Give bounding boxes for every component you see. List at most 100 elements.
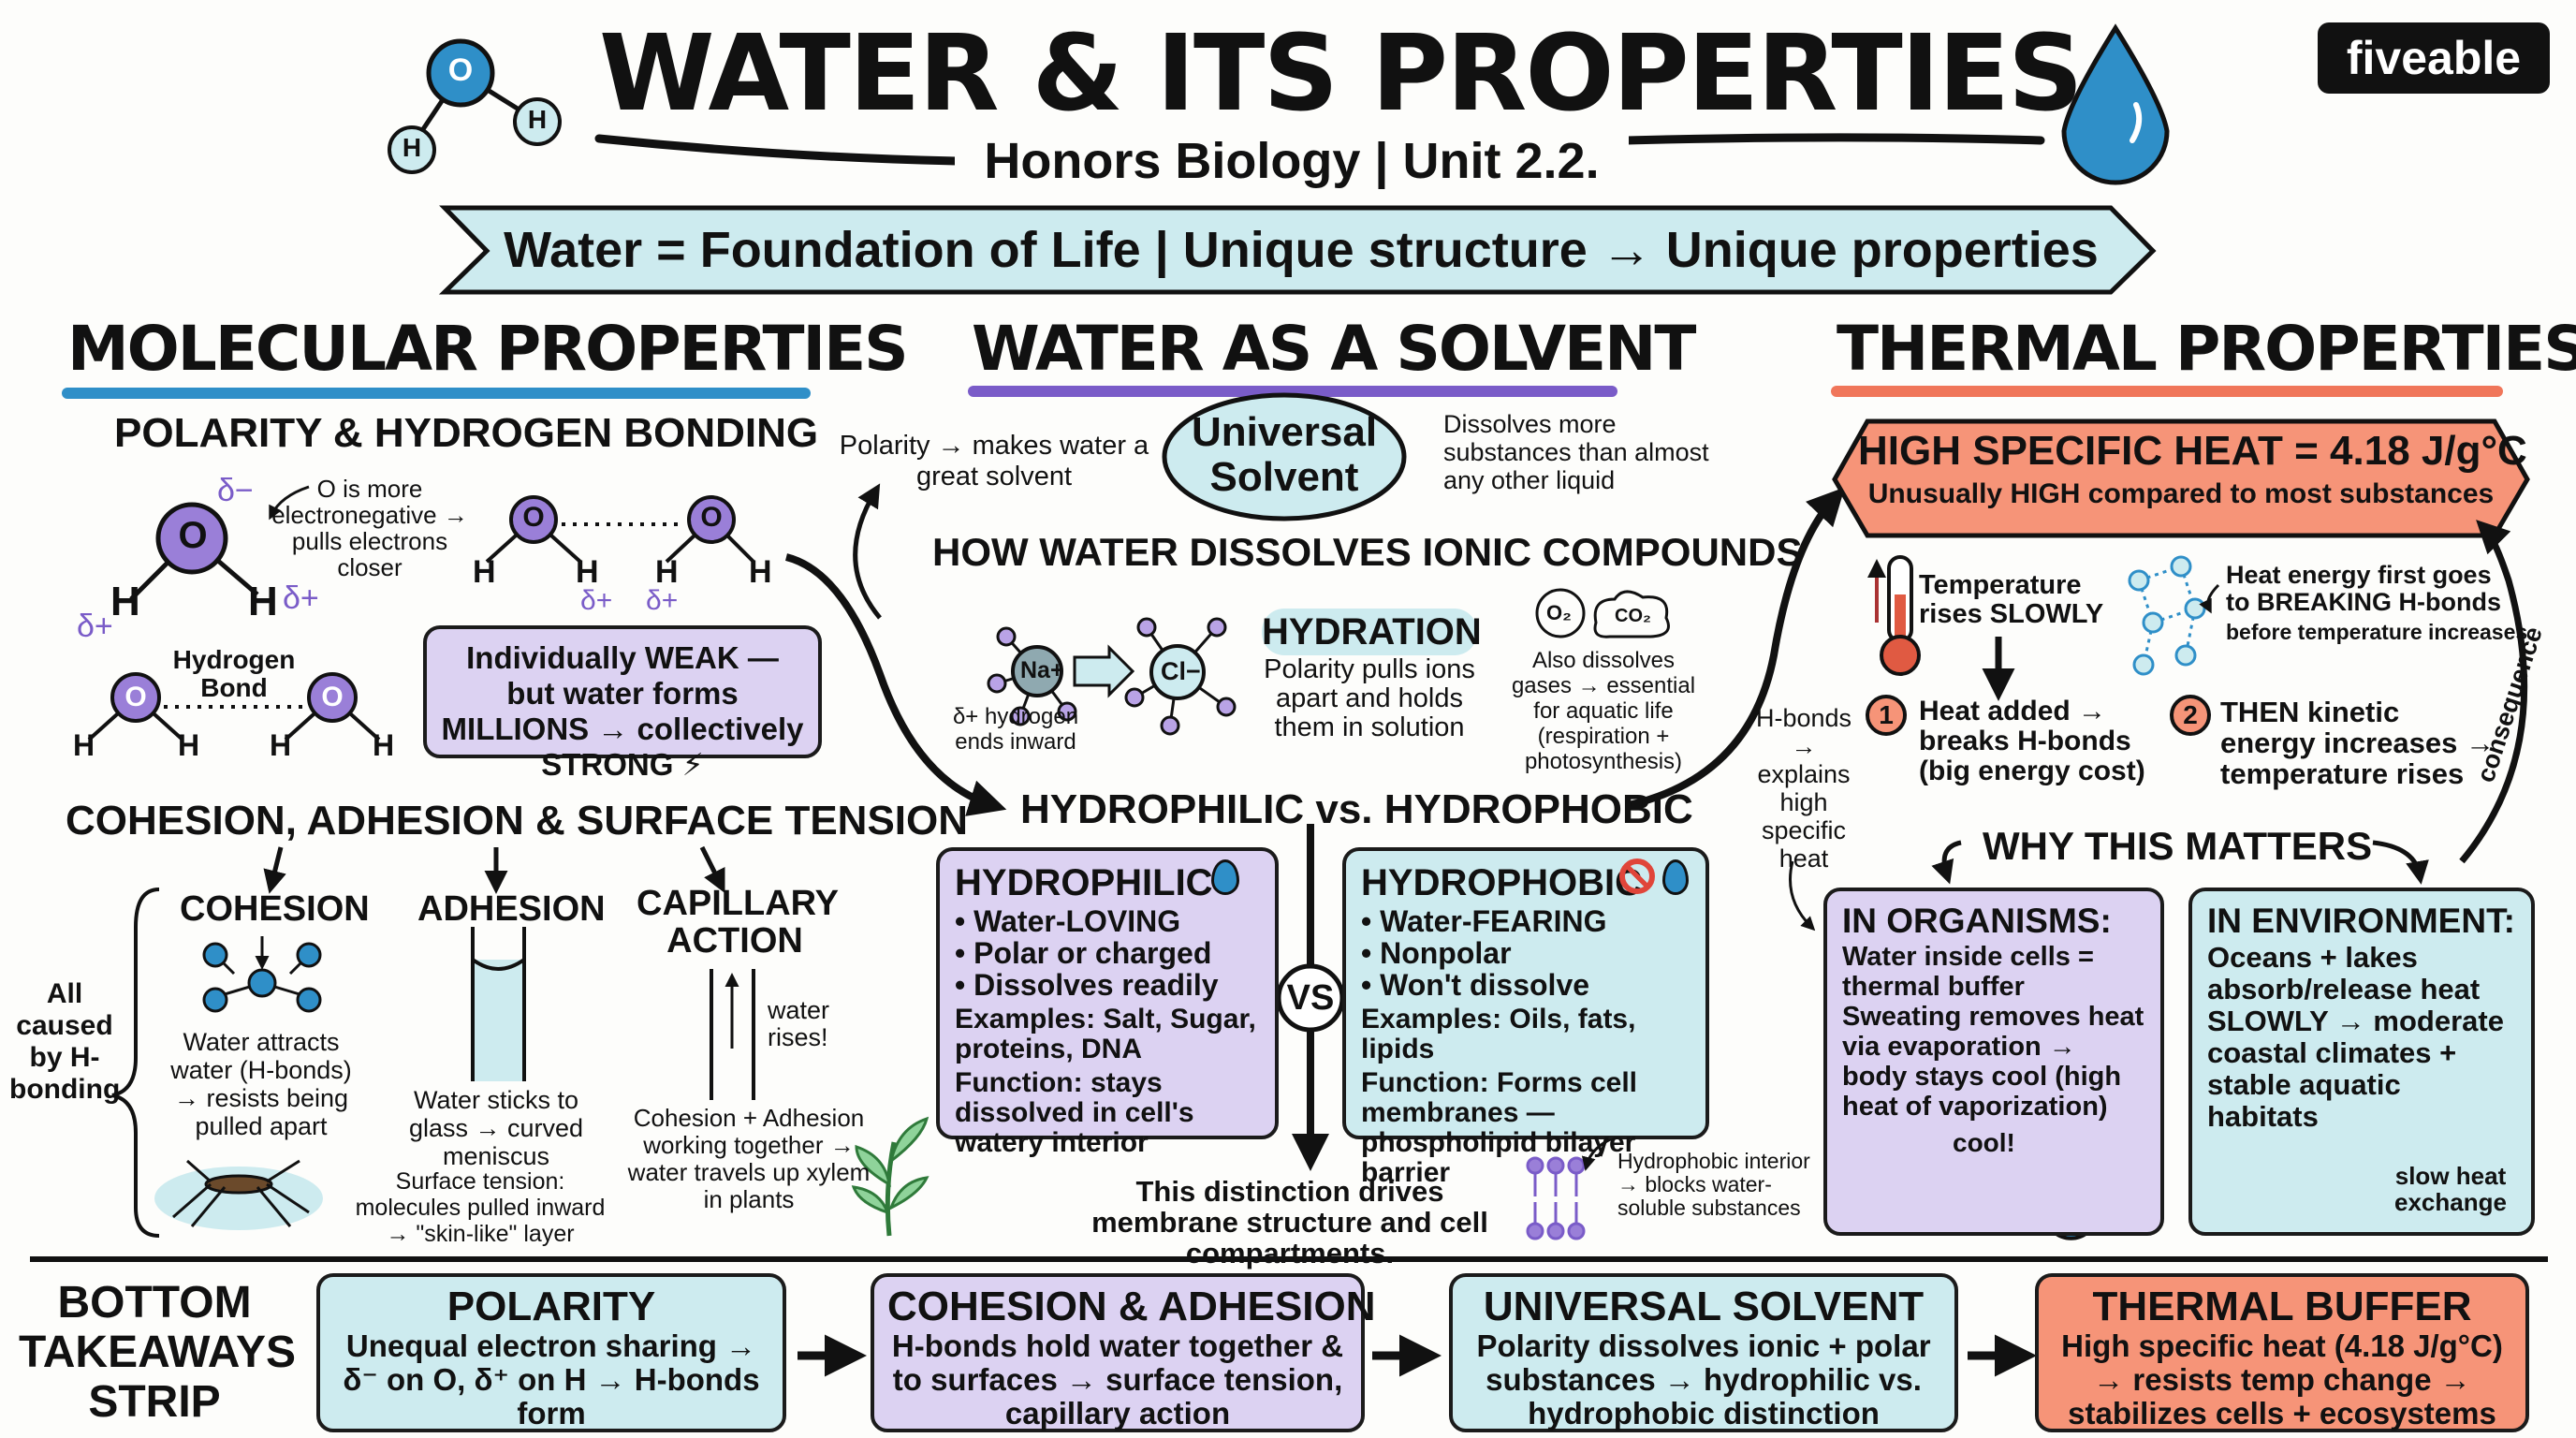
cl-label: Cl− — [1161, 657, 1201, 685]
adhesion-label: ADHESION — [417, 889, 606, 929]
organisms-box: IN ORGANISMS: Water inside cells = therm… — [1823, 888, 2164, 1236]
na-label: Na+ — [1020, 657, 1064, 683]
molecule-h2-label: H — [527, 105, 548, 134]
capillary-desc: Cohesion + Adhesion working together → w… — [627, 1104, 871, 1213]
molecule-h1-label: H — [402, 133, 422, 162]
hydrophilic-function: Function: stays dissolved in cell's wate… — [955, 1067, 1194, 1158]
universal-solvent-label: Universal Solvent — [1191, 409, 1378, 500]
takeaway-text: High specific heat (4.18 J/g°C) → resist… — [2061, 1328, 2503, 1431]
hydration-desc: Polarity pulls ions apart and holds them… — [1264, 654, 1475, 742]
hydrophobic-drop-icon — [1662, 859, 1689, 895]
hydrophilic-drop-icon — [1211, 859, 1239, 895]
pair-delta-1: δ+ — [580, 585, 613, 616]
takeaway-card-thermal: THERMAL BUFFER High specific heat (4.18 … — [2035, 1273, 2529, 1432]
takeaways-label: BOTTOM TAKEAWAYS STRIP — [19, 1278, 297, 1427]
molecule-o-label: O — [447, 52, 474, 88]
weak-strong-box: Individually WEAK — but water forms MILL… — [423, 625, 822, 782]
pair-h1: H — [473, 554, 496, 590]
takeaway-text: Unequal electron sharing → δ⁻ on O, δ⁺ o… — [343, 1328, 760, 1431]
pair-h2: H — [576, 554, 599, 590]
step-2-number: 2 — [2183, 700, 2198, 729]
pair-o1: O — [522, 502, 545, 533]
hydrophobic-box: HYDROPHOBIC • Water-FEARING • Nonpolar •… — [1342, 847, 1709, 1188]
specific-heat-sub: Unusually HIGH compared to most substanc… — [1867, 478, 2495, 509]
hydrogen-bond-label: Hydrogen Bond — [172, 645, 296, 702]
hydrophilic-item: • Dissolves readily — [955, 968, 1219, 1002]
hydrogen-ends-note: δ+ hydrogen ends inward — [952, 704, 1079, 755]
hydrophobic-list: • Water-FEARING • Nonpolar • Won't disso… — [1361, 905, 1690, 1001]
before-temp-label: before temperature increases — [2226, 620, 2528, 644]
dissolves-more-note: Dissolves more substances than almost an… — [1443, 410, 1709, 494]
molecular-section-title: MOLECULAR PROPERTIES — [67, 313, 909, 385]
hydrophobic-item: • Water-FEARING — [1361, 904, 1607, 938]
o-label: O — [178, 515, 208, 556]
h-left-label: H — [110, 579, 140, 624]
hb-h4: H — [373, 728, 395, 762]
hydrophilic-item: • Polar or charged — [955, 936, 1212, 970]
polarity-title: POLARITY & HYDROGEN BONDING — [114, 410, 819, 456]
adhesion-tube-icon — [471, 927, 526, 1081]
environment-title: IN ENVIRONMENT: — [2207, 902, 2515, 940]
fiveable-logo[interactable]: fiveable — [2318, 22, 2550, 94]
h-right-label: H — [248, 579, 278, 624]
hydrophobic-function: Function: Forms cell membranes — phospho… — [1361, 1067, 1638, 1188]
molecule-lattice-icon — [2128, 555, 2206, 676]
cohesion-desc: Water attracts water (H-bonds) → resists… — [170, 1028, 352, 1140]
co2-label: CO₂ — [1615, 606, 1651, 626]
gases-note: Also dissolves gases → essential for aqu… — [1511, 648, 1696, 774]
takeaway-card-polarity: POLARITY Unequal electron sharing → δ⁻ o… — [316, 1273, 786, 1432]
hydrophobic-item: • Won't dissolve — [1361, 968, 1590, 1002]
heat-first-label: Heat energy first goes to BREAKING H-bon… — [2226, 561, 2501, 616]
hbonds-explains-note: H-bonds → explains high specific heat — [1755, 704, 1852, 873]
environment-box: IN ENVIRONMENT: Oceans + lakes absorb/re… — [2188, 888, 2535, 1236]
thermal-section-title: THERMAL PROPERTIES — [1837, 313, 2576, 385]
cohesion-label: COHESION — [180, 889, 370, 929]
slow-heat-label: slow heat exchange — [2394, 1162, 2507, 1216]
temp-rises-label: Temperature rises SLOWLY — [1919, 570, 2104, 629]
takeaway-text: H-bonds hold water together & to surface… — [891, 1328, 1344, 1431]
thermometer-icon — [1867, 555, 1921, 676]
hydrophilic-box: HYDROPHILIC • Water-LOVING • Polar or ch… — [936, 847, 1279, 1158]
takeaway-title: THERMAL BUFFER — [2092, 1284, 2472, 1329]
step-1-number: 1 — [1879, 700, 1894, 729]
vs-badge: VS — [1286, 978, 1335, 1018]
takeaway-title: COHESION & ADHESION — [887, 1284, 1376, 1329]
organisms-title: IN ORGANISMS: — [1842, 902, 2112, 940]
hydrophobic-interior-note: Hydrophobic interior → blocks water-solu… — [1617, 1149, 1810, 1220]
hb-h1: H — [73, 728, 95, 762]
hb-h2: H — [178, 728, 200, 762]
water-strider-icon — [154, 1159, 323, 1230]
why-matters-title: WHY THIS MATTERS — [1983, 824, 2373, 868]
cool-label: cool! — [1953, 1128, 2015, 1157]
surface-tension-note: Surface tension: molecules pulled inward… — [355, 1168, 606, 1247]
page-subtitle: Honors Biology | Unit 2.2. — [955, 131, 1629, 191]
polarity-solvent-note: Polarity → makes water a great solvent — [839, 431, 1149, 492]
pair-o2: O — [700, 502, 723, 533]
hydrophilic-examples: Examples: Salt, Sugar, proteins, DNA — [955, 1004, 1256, 1064]
ionic-title: HOW WATER DISSOLVES IONIC COMPOUNDS — [932, 530, 1803, 574]
solvent-section-title: WATER AS A SOLVENT — [972, 313, 1696, 385]
hb-o1: O — [124, 682, 147, 712]
delta-minus-label: δ− — [217, 473, 254, 508]
capillary-label: CAPILLARY ACTION — [637, 884, 840, 961]
hb-h3: H — [270, 728, 292, 762]
specific-heat-label: HIGH SPECIFIC HEAT = 4.18 J/g°C — [1858, 428, 2527, 474]
hydrophobic-title: HYDROPHOBIC — [1361, 862, 1643, 903]
cohesion-section-title: COHESION, ADHESION & SURFACE TENSION — [66, 798, 969, 844]
step-1-text: Heat added → breaks H-bonds (big energy … — [1919, 696, 2145, 786]
hb-o2: O — [321, 682, 344, 712]
environment-text: Oceans + lakes absorb/release heat SLOWL… — [2207, 941, 2504, 1133]
step-2-text: THEN kinetic energy increases → temperat… — [2220, 696, 2495, 790]
hydrophilic-title: HYDROPHILIC — [955, 862, 1213, 903]
capillary-tube-icon — [710, 969, 755, 1100]
pair-delta-2: δ+ — [646, 585, 679, 616]
hydration-label: HYDRATION — [1262, 609, 1482, 655]
takeaway-card-solvent: UNIVERSAL SOLVENT Polarity dissolves ion… — [1449, 1273, 1958, 1432]
takeaway-title: UNIVERSAL SOLVENT — [1483, 1284, 1925, 1329]
distinction-note: This distinction drives membrane structu… — [1091, 1175, 1488, 1269]
hydrophilic-item: • Water-LOVING — [955, 904, 1181, 938]
water-rises-label: water rises! — [768, 996, 830, 1051]
page-title: WATER & ITS PROPERTIES — [599, 13, 2084, 135]
hydrophilic-list: • Water-LOVING • Polar or charged • Diss… — [955, 905, 1260, 1001]
pair-h4: H — [749, 554, 772, 590]
